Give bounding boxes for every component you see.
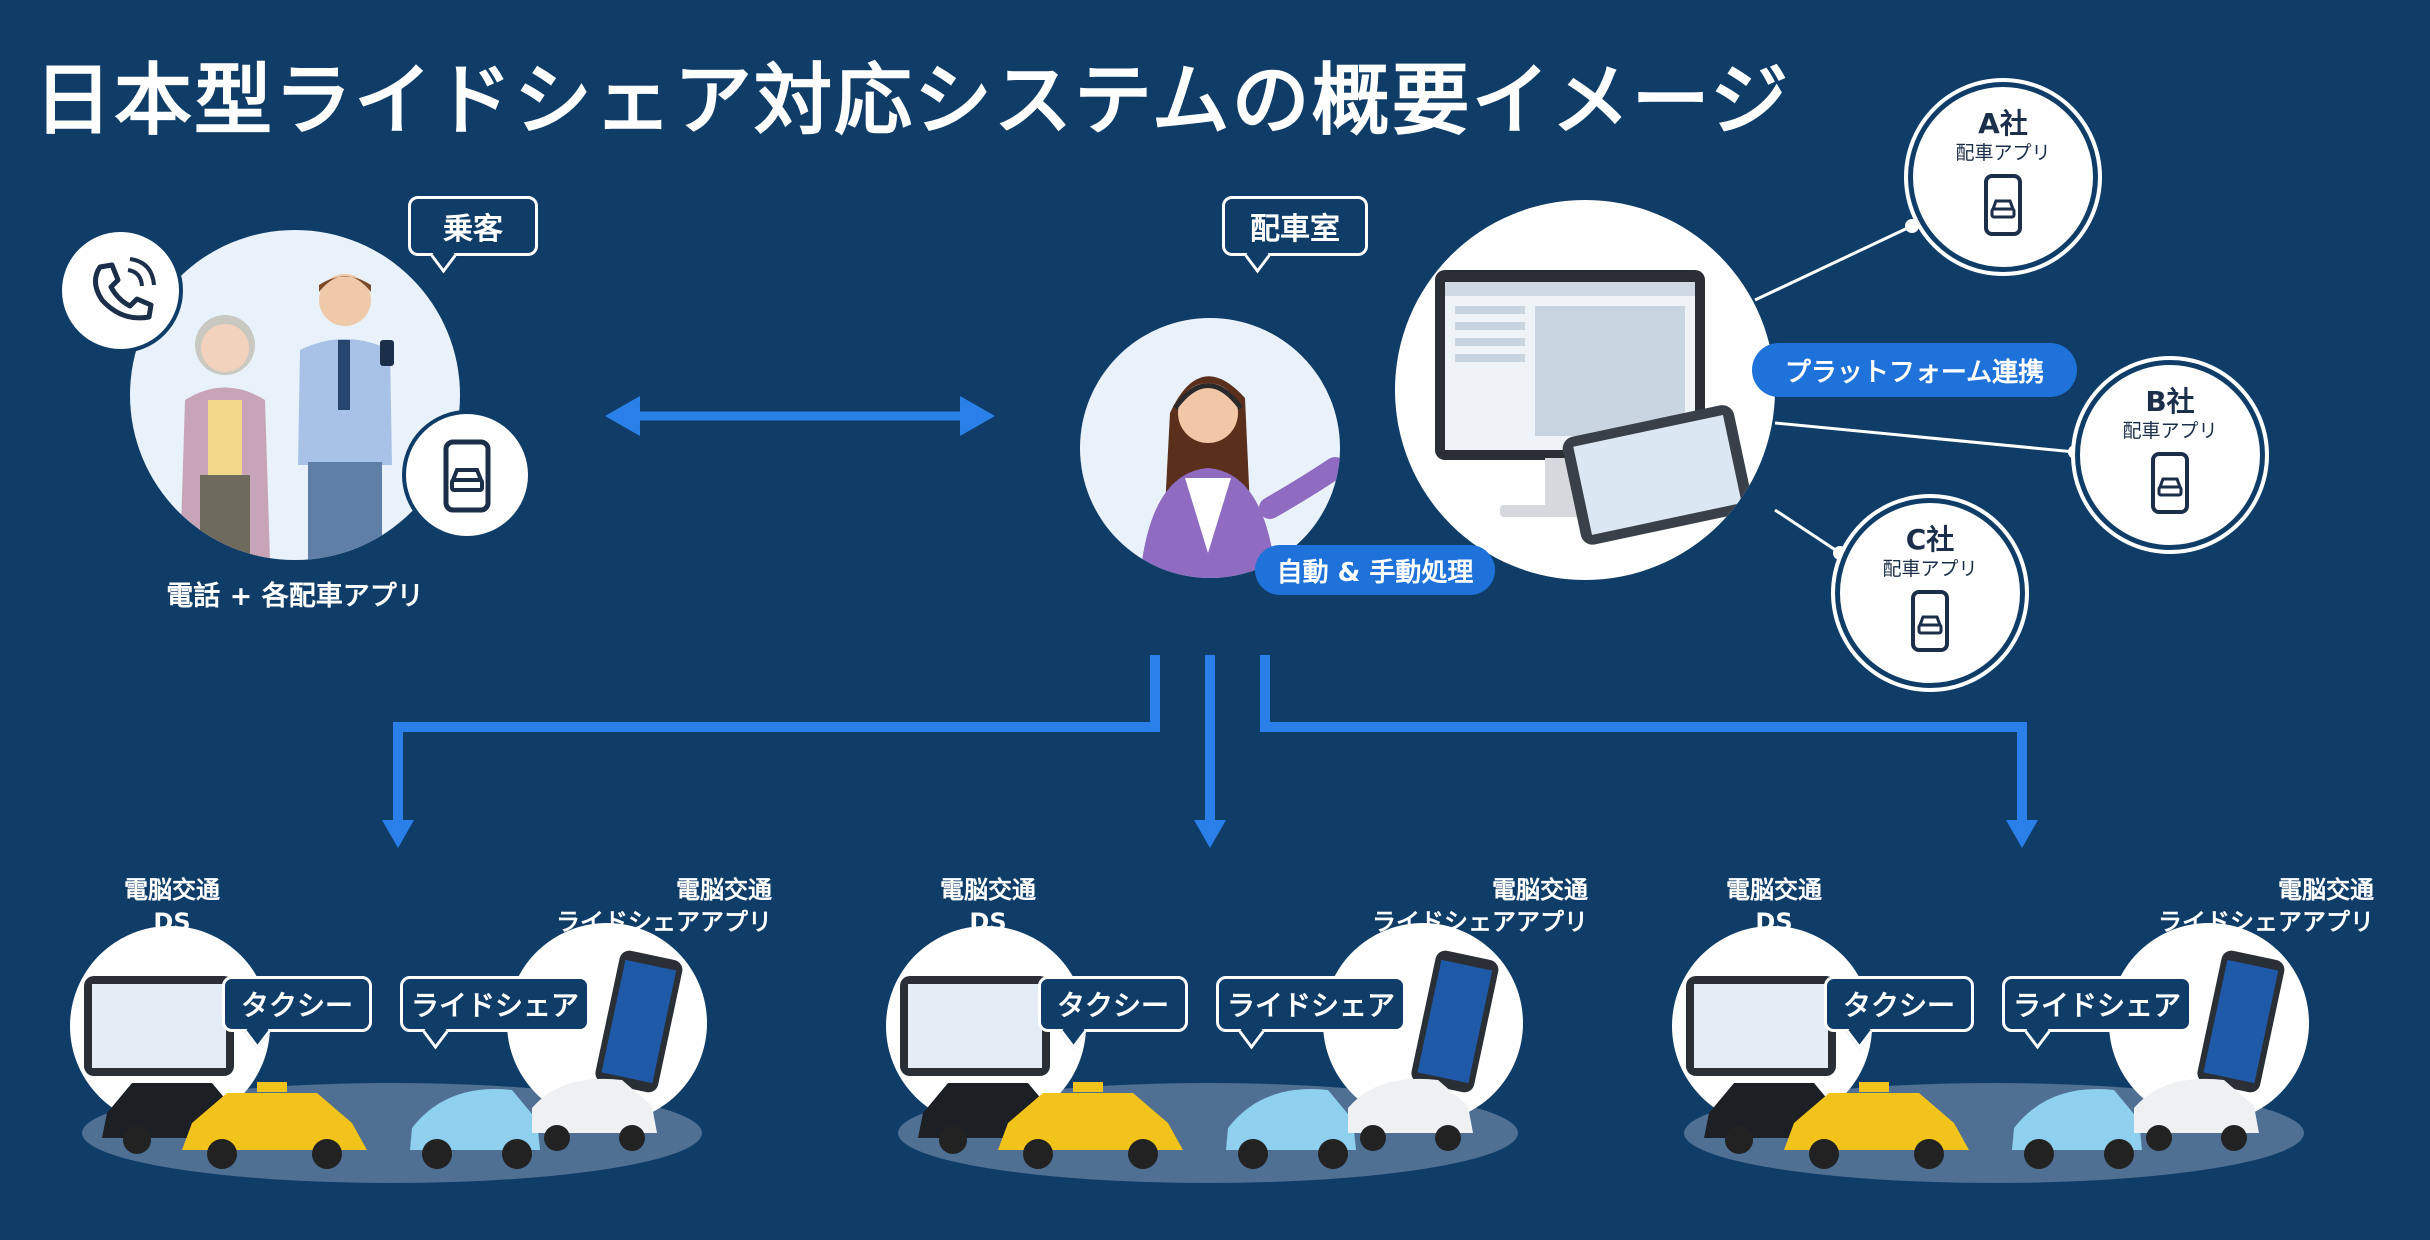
company-a-app: A社 配車アプリ (1908, 82, 2098, 272)
passenger-bubble: 乗客 (408, 196, 538, 256)
distribution-arrows (393, 655, 2027, 820)
phone-badge (58, 228, 183, 353)
platform-pill: プラットフォーム連携 (1752, 343, 2077, 397)
company-b-name: B社 (2145, 385, 2195, 418)
smartphone-car-icon (2151, 452, 2189, 514)
company-a-app-label: 配車アプリ (1955, 142, 2051, 164)
taxi-bubble: タクシー (1824, 976, 1974, 1032)
dispatch-system-illustration (1395, 200, 1775, 580)
operator-illustration (1080, 318, 1340, 578)
fleet-illustration (1672, 923, 2309, 1183)
processing-pill: 自動 & 手動処理 (1255, 545, 1495, 595)
company-b-app: B社 配車アプリ (2075, 360, 2265, 550)
fleet-illustration (70, 923, 707, 1183)
dispatch-screens (1435, 270, 1753, 545)
fleet-group-2: 電脳交通 DS 電脳交通 ライドシェアアプリ タクシー ライドシェア (878, 858, 1588, 1240)
rideshare-bubble: ライドシェア (1216, 976, 1406, 1032)
ds-label-line1: 電脳交通 (1726, 876, 1822, 904)
rideshare-bubble: ライドシェア (2002, 976, 2192, 1032)
company-a-name: A社 (1978, 107, 2028, 140)
ds-label: 電脳交通 DS (102, 874, 242, 938)
phone-ringing-icon (93, 257, 156, 321)
rideshare-app-label-line1: 電脳交通 (676, 876, 772, 904)
passenger-illustration (130, 230, 460, 560)
rideshare-bubble: ライドシェア (400, 976, 590, 1032)
fleet-group-3: 電脳交通 DS 電脳交通 ライドシェアアプリ タクシー ライドシェア (1664, 858, 2374, 1240)
link-line-b (1774, 421, 2076, 454)
smartphone-car-icon (1911, 590, 1949, 652)
fleet-illustration (886, 923, 1523, 1183)
bidirectional-arrow (605, 396, 995, 436)
smartphone-car-icon (443, 439, 491, 513)
link-line-a (1754, 224, 1913, 302)
rideshare-app-label-line1: 電脳交通 (1492, 876, 1588, 904)
company-c-name: C社 (1905, 523, 1955, 556)
fleet-group-1: 電脳交通 DS 電脳交通 ライドシェアアプリ (62, 858, 772, 1240)
dispatch-bubble: 配車室 (1222, 196, 1368, 256)
taxi-bubble: タクシー (222, 976, 372, 1032)
taxi-bubble: タクシー (1038, 976, 1188, 1032)
ds-label-line1: 電脳交通 (124, 876, 220, 904)
rideshare-app-label-line1: 電脳交通 (2278, 876, 2374, 904)
company-c-app: C社 配車アプリ (1835, 498, 2025, 688)
app-badge (402, 410, 532, 540)
ds-label-line1: 電脳交通 (940, 876, 1036, 904)
company-b-app-label: 配車アプリ (2122, 420, 2218, 442)
smartphone-car-icon (1984, 174, 2022, 236)
passenger-caption: 電話 + 各配車アプリ (166, 581, 424, 612)
link-line-c (1774, 508, 1841, 555)
company-c-app-label: 配車アプリ (1882, 558, 1978, 580)
page-title: 日本型ライドシェア対応システムの概要イメージ (34, 56, 1791, 146)
